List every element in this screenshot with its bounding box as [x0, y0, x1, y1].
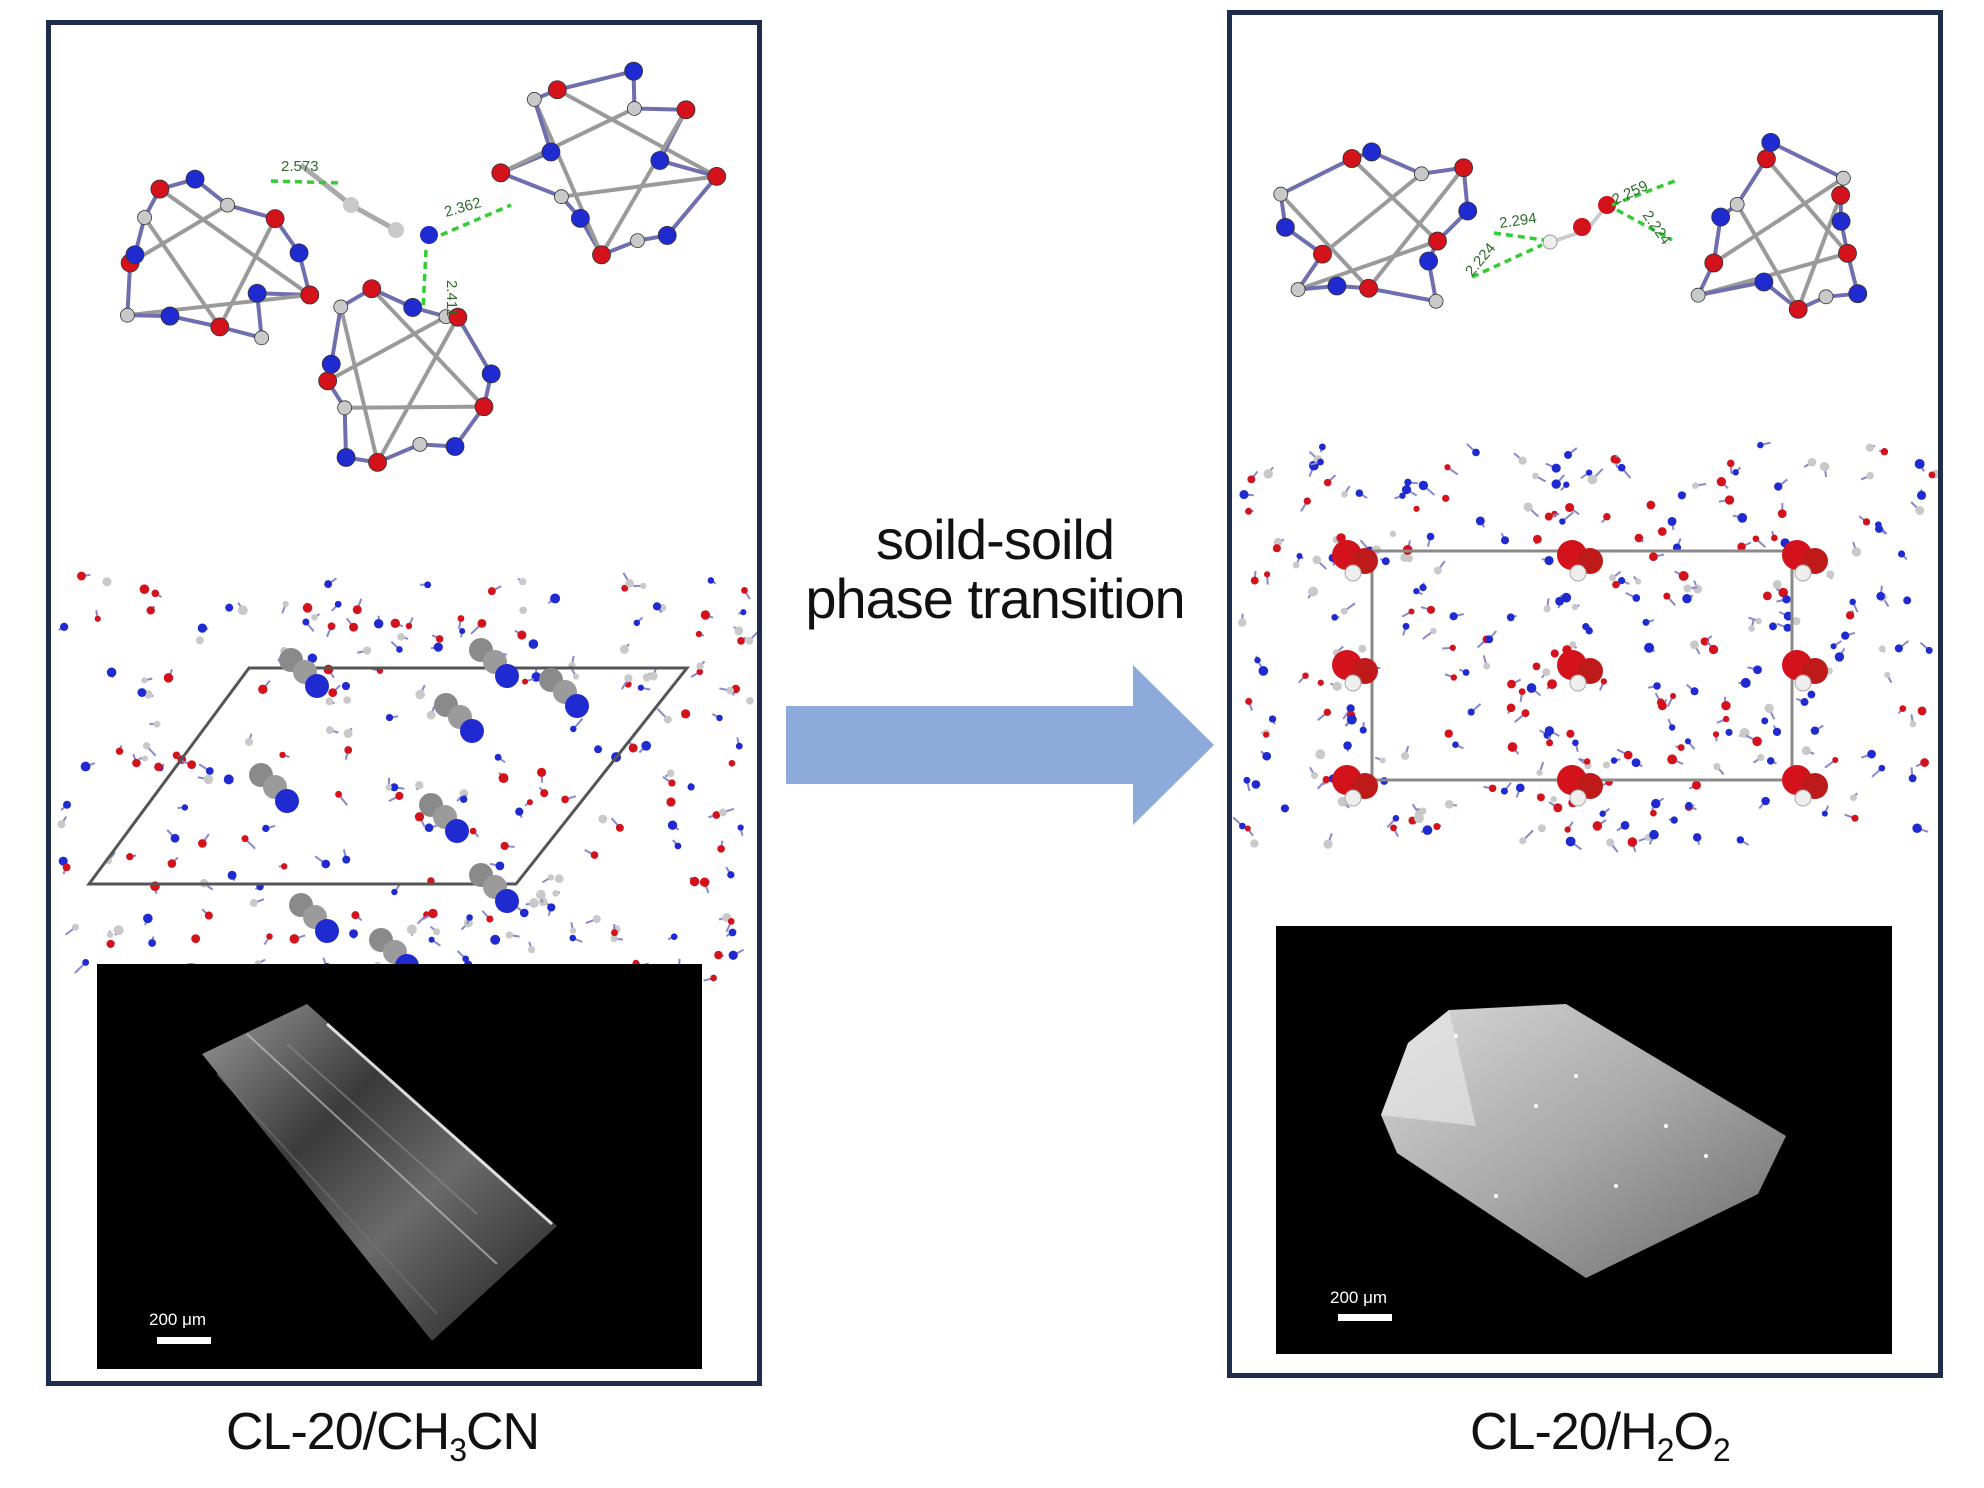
right-caption-subscript-1: 2	[1656, 1432, 1675, 1468]
right-caption-mid: O	[1673, 1403, 1713, 1461]
right-micrograph: 200 μm	[1276, 926, 1892, 1354]
left-micrograph: 200 μm	[97, 964, 702, 1369]
right-crystal-image	[1381, 1004, 1786, 1278]
right-molecule-diagram: 2.294 2.224 2.259 2.224	[1273, 132, 1868, 319]
right-hbond-label-4: 2.224	[1639, 208, 1674, 249]
arrow-label-line-1: soild-soild	[876, 508, 1115, 571]
right-crystal-packing-diagram	[1232, 441, 1938, 853]
right-caption: CL-20/H2O2	[1470, 1402, 1731, 1469]
left-scale-label: 200 μm	[149, 1310, 207, 1329]
left-scale-bar	[157, 1337, 211, 1344]
left-panel: 2.573 2.362 2.411 200 μm	[46, 20, 762, 1386]
right-hbond-label-2: 2.224	[1462, 240, 1499, 280]
left-crystal-packing-diagram	[57, 571, 757, 1033]
left-hbond-label-3: 2.411	[443, 280, 460, 316]
left-unit-cell	[86, 666, 691, 886]
right-scale-label: 200 μm	[1330, 1288, 1388, 1307]
left-caption-subscript: 3	[449, 1432, 467, 1468]
left-caption-prefix: CL-20/CH	[226, 1403, 450, 1461]
transition-arrow	[786, 665, 1214, 825]
left-hbond-label-1: 2.573	[281, 158, 319, 175]
right-caption-prefix: CL-20/H	[1470, 1403, 1658, 1461]
left-crystal-image	[202, 1004, 557, 1341]
right-caption-subscript-2: 2	[1712, 1432, 1731, 1468]
right-panel: 2.294 2.224 2.259 2.224	[1227, 10, 1943, 1378]
left-caption: CL-20/CH3CN	[226, 1402, 540, 1469]
arrow-label-line-2: phase transition	[805, 567, 1185, 630]
left-caption-suffix: CN	[465, 1403, 540, 1461]
left-molecule-diagram: 2.573 2.362 2.411	[119, 61, 727, 472]
left-hbond-label-2: 2.362	[442, 194, 483, 221]
right-scale-bar	[1338, 1314, 1392, 1321]
right-hbond-label-1: 2.294	[1498, 210, 1538, 232]
right-hbond-label-3: 2.259	[1610, 177, 1651, 208]
